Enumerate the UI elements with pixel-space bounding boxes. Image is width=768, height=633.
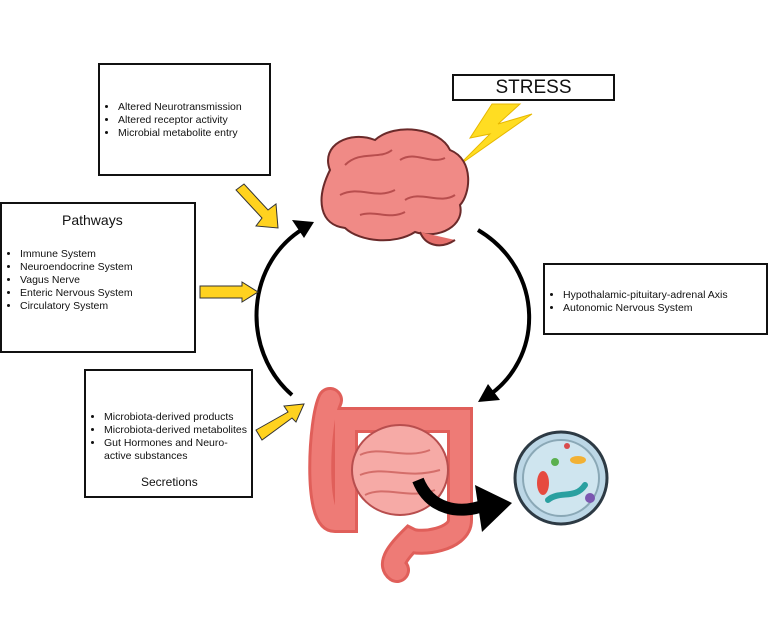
pathways-item: Neuroendocrine System — [20, 261, 194, 274]
secretions-item: Gut Hormones and Neuro-active substances — [104, 437, 249, 463]
hpa-item: Autonomic Nervous System — [563, 302, 766, 315]
pathways-item: Enteric Nervous System — [20, 287, 194, 300]
petri-dish-icon — [513, 430, 609, 526]
pathways-item: Circulatory System — [20, 300, 194, 313]
stress-label: STRESS — [452, 74, 615, 101]
cycle-arrows — [254, 224, 532, 400]
right-down-arrow — [476, 228, 532, 400]
lightning-bolt-icon — [457, 103, 533, 167]
hpa-item: Hypothalamic-pituitary-adrenal Axis — [563, 289, 766, 302]
top-box-arrow — [235, 183, 279, 229]
brain-icon — [320, 128, 470, 247]
pathways-title: Pathways — [62, 212, 123, 228]
secretions-title: Secretions — [141, 475, 198, 489]
top-box: Altered Neurotransmission Altered recept… — [98, 63, 271, 176]
pathways-box: Pathways Immune System Neuroendocrine Sy… — [0, 202, 196, 353]
secretions-box: Microbiota-derived products Microbiota-d… — [84, 369, 253, 498]
hpa-box: Hypothalamic-pituitary-adrenal Axis Auto… — [543, 263, 768, 335]
secretions-arrow — [255, 403, 305, 441]
left-up-arrow — [254, 224, 309, 397]
top-box-item: Altered Neurotransmission — [118, 101, 269, 114]
left-arrowhead — [292, 220, 314, 238]
gut-to-microbiota-arrow — [412, 477, 488, 516]
right-arrowhead — [478, 384, 500, 402]
gut-to-microbiota-arrowhead — [475, 485, 512, 532]
pathways-arrow — [199, 281, 259, 303]
top-box-item: Altered receptor activity — [118, 114, 269, 127]
secretions-item: Microbiota-derived metabolites — [104, 424, 249, 437]
pathways-item: Vagus Nerve — [20, 274, 194, 287]
secretions-item: Microbiota-derived products — [104, 411, 249, 424]
top-box-item: Microbial metabolite entry — [118, 127, 269, 140]
intestine-icon — [308, 387, 473, 583]
yellow-arrows — [199, 183, 305, 441]
pathways-item: Immune System — [20, 248, 194, 261]
